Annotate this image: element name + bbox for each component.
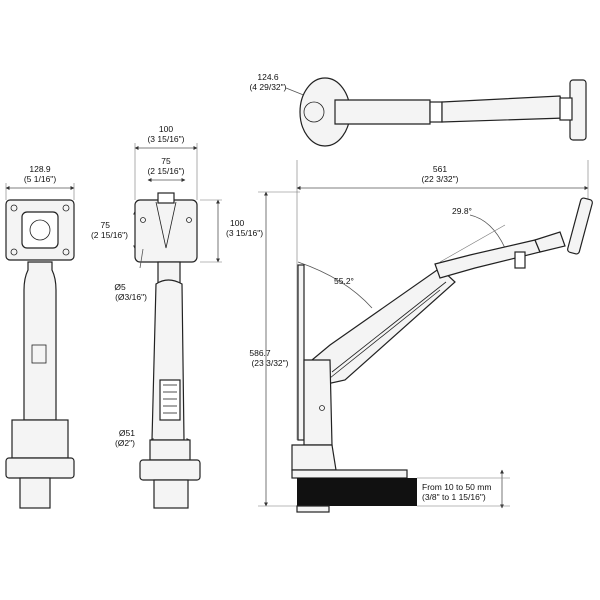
profile-tilt-head: [534, 231, 566, 253]
side-hole-in: (Ø3/16"): [115, 292, 147, 302]
side-vesa-v-in: (2 15/16"): [91, 230, 128, 240]
profile-clamp-top: [291, 469, 408, 479]
side-tilt-knob: [157, 192, 175, 204]
top-view: 124.6 (4 29/32"): [249, 72, 587, 147]
front-arm-column: [23, 261, 57, 421]
front-clamp-plate: [5, 457, 75, 479]
profile-pole: [297, 264, 305, 441]
top-depth-mm: 124.6: [257, 72, 279, 82]
side-plate-h-in: (3 15/16"): [226, 228, 263, 238]
top-upper-arm: [441, 95, 566, 123]
height-mm: 586.7: [249, 348, 271, 358]
front-width-mm: 128.9: [29, 164, 51, 174]
front-width-in: (5 1/16"): [24, 174, 56, 184]
reach-in: (22 3/32"): [421, 174, 458, 184]
profile-view: 561 (22 3/32") 586.7 (23 3/32") 29.8° 55…: [249, 160, 593, 513]
angle-upper: 29.8°: [452, 206, 472, 216]
front-view: 128.9 (5 1/16"): [5, 164, 75, 509]
side-vesa-h-mm: 75: [161, 156, 171, 166]
side-vesa-head: [134, 199, 198, 263]
side-base: [149, 439, 191, 461]
side-hole-mm: Ø5: [114, 282, 126, 292]
front-pole: [19, 477, 51, 509]
side-pole-in: (Ø2"): [115, 438, 135, 448]
side-vesa-h-in: (2 15/16"): [147, 166, 184, 176]
side-view: 100 (3 15/16") 75 (2 15/16") 75 (2 15/16…: [91, 124, 263, 509]
profile-base: [291, 444, 337, 471]
front-tilt-head: [21, 211, 59, 249]
profile-column: [303, 359, 333, 446]
side-pole: [153, 479, 189, 509]
side-gas-spring: [159, 379, 181, 421]
desk-range-line-1: From 10 to 50 mm: [422, 482, 491, 492]
side-vesa-v-mm: 75: [101, 220, 111, 230]
profile-clamp-bottom: [296, 505, 330, 513]
profile-monitor-plate: [567, 197, 593, 255]
side-hole-leader: [139, 248, 144, 269]
top-lower-arm: [334, 99, 431, 125]
desk-range-line-2: (3/8" to 1 15/16"): [422, 492, 486, 502]
height-in: (23 3/32"): [251, 358, 288, 368]
angle-lower: 55.2°: [334, 276, 354, 286]
top-depth-in: (4 29/32"): [249, 82, 286, 92]
reach-mm: 561: [433, 164, 447, 174]
side-top-width-in: (3 15/16"): [147, 134, 184, 144]
side-clamp-plate: [139, 459, 201, 481]
front-base: [11, 419, 69, 459]
desk-section: [297, 478, 417, 506]
angle-lower-arc: [297, 261, 373, 309]
angle-upper-arc: [469, 214, 506, 249]
side-plate-h-mm: 100: [230, 218, 244, 228]
side-pole-mm: Ø51: [119, 428, 135, 438]
side-top-width-mm: 100: [159, 124, 173, 134]
